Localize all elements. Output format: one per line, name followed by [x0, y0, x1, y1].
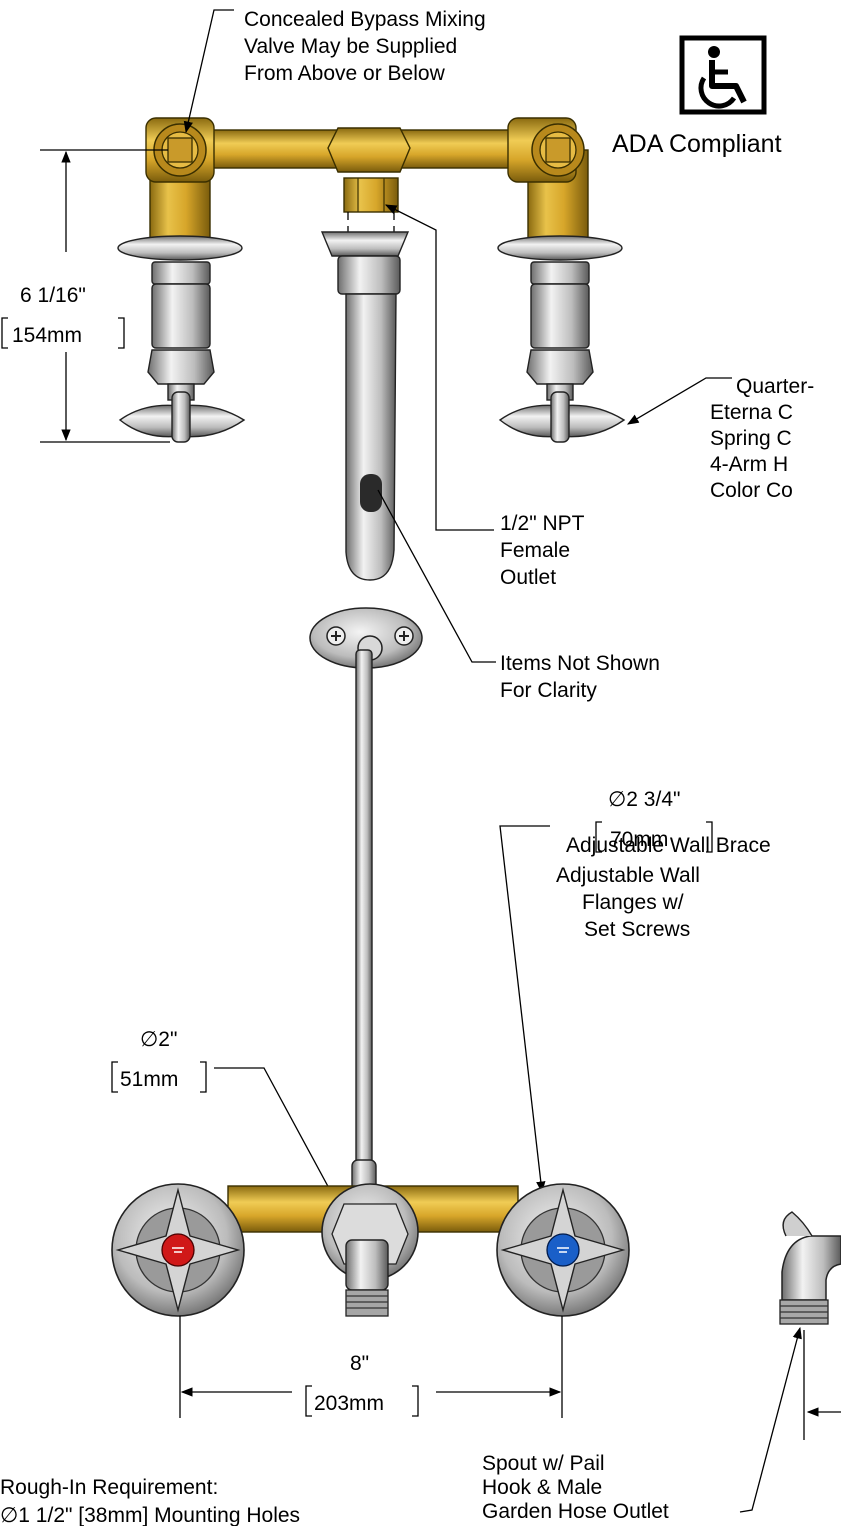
npt-label-1: 1/2" NPT: [500, 512, 585, 535]
flange-mm: 70mm: [610, 828, 668, 851]
brace-rod: [355, 649, 373, 1171]
not-shown-label-2: For Clarity: [500, 679, 597, 702]
quarter-label-3: Spring C: [710, 427, 792, 450]
spout-flange: [320, 231, 410, 257]
hot-index-icon: [161, 1233, 195, 1267]
right-cartridge: [530, 283, 590, 349]
top-faucet-assembly: [117, 117, 626, 581]
quarter-label-1: Quarter-: [736, 375, 814, 398]
spout-label-1: Spout w/ Pail: [482, 1452, 605, 1475]
quarter-label-2: Eterna C: [710, 401, 793, 424]
ada-label: ADA Compliant: [612, 130, 782, 158]
wall-brace-label: Adjustable Wall Brace: [566, 834, 771, 857]
spout-dia: ∅2": [140, 1028, 177, 1051]
left-deck-flange: [117, 235, 243, 261]
height-in: 6 1/16": [20, 284, 86, 307]
wheelchair-icon: [679, 35, 767, 115]
centers-in: 8": [350, 1352, 369, 1375]
right-deck-flange: [497, 235, 623, 261]
spout-label-2: Hook & Male: [482, 1476, 602, 1499]
rough-in-label-1: Rough-In Requirement:: [0, 1476, 218, 1499]
flanges-label-1: Adjustable Wall: [556, 864, 700, 887]
quarter-label-4: 4-Arm H: [710, 453, 788, 476]
spout-mm: 51mm: [120, 1068, 178, 1091]
height-mm: 154mm: [12, 324, 82, 347]
bypass-label-2: Valve May be Supplied: [244, 35, 457, 58]
cold-index-icon: [546, 1233, 580, 1267]
rough-in-label-2: ∅1 1/2" [38mm] Mounting Holes: [0, 1504, 300, 1526]
side-spout-view: [779, 1211, 841, 1440]
flange-dia: ∅2 3/4": [608, 788, 680, 811]
wall-brace: [309, 607, 423, 1231]
centers-mm: 203mm: [314, 1392, 384, 1415]
center-tee: [327, 127, 411, 173]
flanges-label-2: Flanges w/: [582, 891, 684, 914]
left-cartridge: [151, 283, 211, 349]
npt-label-3: Outlet: [500, 566, 556, 589]
spout-label-3: Garden Hose Outlet: [482, 1500, 669, 1523]
bypass-label-1: Concealed Bypass Mixing: [244, 8, 486, 31]
flanges-label-3: Set Screws: [584, 918, 690, 941]
not-shown-label-1: Items Not Shown: [500, 652, 660, 675]
quarter-label-5: Color Co: [710, 479, 793, 502]
wall-faucet-assembly: [111, 1183, 630, 1317]
spout-tube: [345, 293, 397, 581]
npt-label-2: Female: [500, 539, 570, 562]
bypass-label-3: From Above or Below: [244, 62, 446, 85]
